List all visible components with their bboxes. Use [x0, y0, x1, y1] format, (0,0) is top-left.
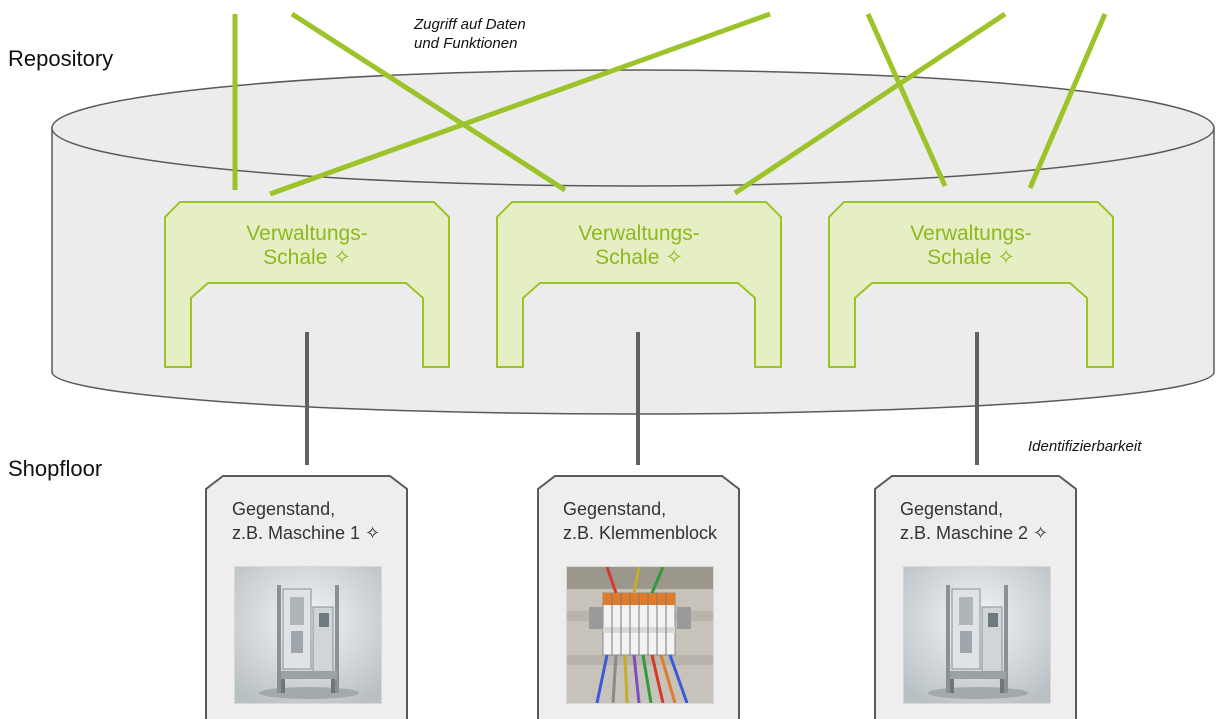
asset-label-line-2: z.B. Maschine 1 ✧ [232, 523, 381, 543]
asset-label-line-1: Gegenstand, [232, 499, 336, 519]
shell-label-line-1: Verwaltungs- [910, 222, 1032, 245]
terminal-block-photo [566, 566, 714, 704]
asset-label-line-1: Gegenstand, [900, 499, 1004, 519]
access-line [865, 12, 948, 188]
access-annotation: Zugriff auf Daten und Funktionen [414, 15, 526, 53]
access-annotation-line-2: und Funktionen [414, 35, 518, 52]
asset-label-line-2: z.B. Maschine 2 ✧ [900, 523, 1049, 543]
asset-label-2: Gegenstand, z.B. Klemmenblock [563, 497, 717, 545]
access-line [290, 11, 567, 193]
asset-label-3: Gegenstand, z.B. Maschine 2 ✧ [900, 497, 1048, 545]
access-line [269, 11, 771, 197]
access-annotation-line-1: Zugriff auf Daten [414, 16, 526, 33]
asset-label-line-2: z.B. Klemmenblock [563, 523, 718, 543]
shell-label-2: Verwaltungs- Schale ✧ [519, 222, 759, 270]
shell-label-line-1: Verwaltungs- [246, 222, 368, 245]
shell-label-line-2: Schale ✧ [927, 246, 1015, 269]
shopfloor-label: Shopfloor [8, 456, 103, 481]
machine-photo-1 [234, 566, 382, 704]
identifiability-annotation: Identifizierbarkeit [1028, 438, 1142, 455]
shell-label-line-1: Verwaltungs- [578, 222, 700, 245]
shell-label-line-2: Schale ✧ [595, 246, 683, 269]
asset-label-1: Gegenstand, z.B. Maschine 1 ✧ [232, 497, 380, 545]
shell-label-line-2: Schale ✧ [263, 246, 351, 269]
shell-1 [164, 201, 450, 368]
asset-label-line-1: Gegenstand, [563, 499, 667, 519]
access-lines [232, 11, 1108, 197]
access-line [1027, 13, 1108, 189]
access-line [733, 11, 1007, 196]
shell-label-3: Verwaltungs- Schale ✧ [851, 222, 1091, 270]
shell-3 [828, 201, 1114, 368]
repository-label: Repository [8, 46, 114, 71]
shell-label-1: Verwaltungs- Schale ✧ [187, 222, 427, 270]
machine-photo-2 [903, 566, 1051, 704]
repository-top [51, 69, 1215, 187]
shell-2 [496, 201, 782, 368]
